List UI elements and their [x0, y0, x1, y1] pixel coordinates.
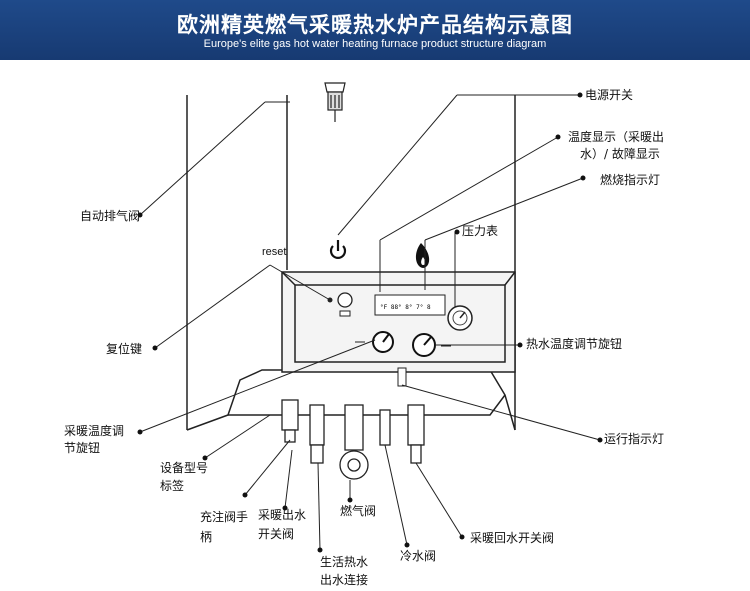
reset-button[interactable] [339, 310, 351, 317]
boiler-body [186, 95, 516, 431]
label-power-switch: 电源开关 [585, 88, 634, 102]
label-model-2: 标签 [160, 479, 185, 493]
hot-water-temperature-knob[interactable] [412, 333, 436, 357]
pressure-gauge [447, 305, 473, 331]
leader-lines [139, 94, 601, 551]
leader-dots [137, 92, 603, 553]
label-run-indicator: 运行指示灯 [604, 432, 665, 446]
label-auto-vent: 自动排气阀 [80, 209, 141, 223]
label-fill-handle-1: 充注阀手 [200, 510, 249, 524]
label-model-1: 设备型号 [160, 461, 209, 475]
label-heating-return: 采暖回水开关阀 [470, 531, 555, 545]
label-domestic-hot-1: 生活热水 [320, 555, 369, 569]
label-domestic-hot-2: 出水连接 [320, 573, 369, 587]
svg-text:°F 88° 8° 7° 8: °F 88° 8° 7° 8 [380, 304, 431, 311]
temperature-display: °F 88° 8° 7° 8 [374, 294, 446, 316]
power-icon [329, 240, 347, 259]
label-cold-water: 冷水阀 [400, 549, 437, 563]
label-fill-handle-2: 柄 [200, 530, 213, 544]
run-indicator-light [397, 367, 407, 387]
label-hot-water-knob: 热水温度调节旋钮 [526, 337, 623, 351]
label-reset-key: 复位键 [106, 342, 143, 356]
label-temp-display-2: 水）/ 故障显示 [580, 147, 660, 161]
label-gas-valve: 燃气阀 [340, 504, 377, 518]
pipe-fittings [281, 399, 425, 480]
boiler-diagram: °F 88° 8° 7° 8 [137, 82, 603, 553]
label-heating-knob-2: 节旋钮 [64, 441, 101, 455]
power-switch-button[interactable] [337, 292, 353, 308]
label-heating-out-1: 采暖出水 [258, 508, 307, 522]
label-pressure-gauge: 压力表 [462, 224, 499, 238]
label-heating-knob-1: 采暖温度调 [64, 424, 125, 438]
reset-text: reset [262, 246, 286, 258]
header-banner: 欧洲精英燃气采暖热水炉产品结构示意图 Europe's elite gas ho… [0, 0, 750, 60]
auto-vent-valve [324, 82, 346, 122]
label-temp-display-1: 温度显示（采暖出 [568, 130, 665, 144]
label-heating-out-2: 开关阀 [258, 527, 295, 541]
control-panel [281, 271, 516, 373]
page-title: 欧洲精英燃气采暖热水炉产品结构示意图 [177, 13, 573, 37]
heating-temperature-knob[interactable] [372, 331, 394, 353]
flame-icon [415, 243, 430, 268]
page-subtitle: Europe's elite gas hot water heating fur… [203, 38, 547, 50]
label-burner-indicator: 燃烧指示灯 [600, 173, 661, 187]
